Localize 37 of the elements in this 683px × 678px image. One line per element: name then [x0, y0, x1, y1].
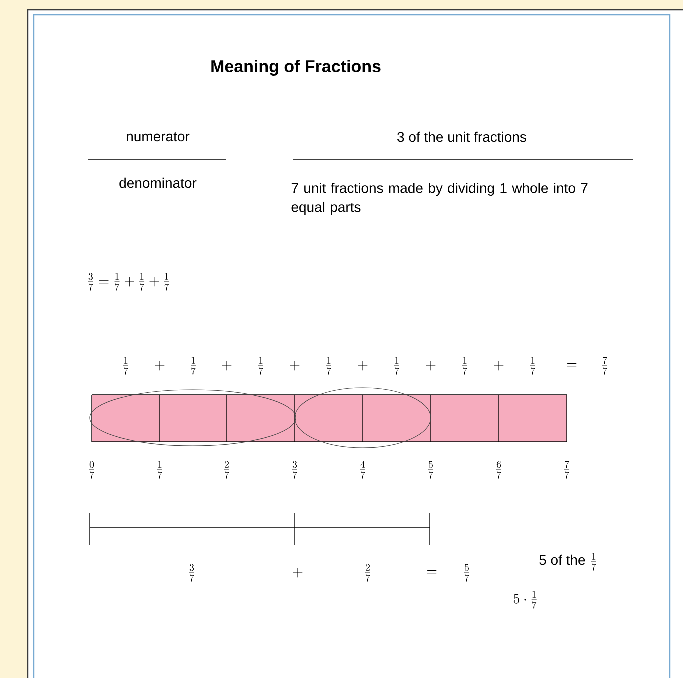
equation: $\frac{3}{7} = \frac{1}{7} + \frac{1}{7} + \frac{1}{7}$ [88, 273, 170, 291]
fraction-label: $\frac{2}{7}$ [366, 564, 370, 582]
fraction-label: $\frac{1}{7}$ [394, 357, 400, 375]
tick-label: $\frac{0}{7}$ [90, 461, 94, 479]
operator-sign: $+$ [426, 361, 436, 371]
title: Meaning of Fractions [212, 60, 381, 76]
operator-sign: $+$ [290, 361, 300, 371]
fraction-label: $\frac{1}{7}$ [258, 357, 264, 375]
tick-label: $\frac{3}{7}$ [292, 461, 298, 479]
tick-label: $\frac{1}{7}$ [158, 461, 162, 479]
tick-label: $\frac{6}{7}$ [496, 461, 502, 479]
note-text: $5 \cdot \frac{1}{7}$ [514, 591, 537, 609]
operator-sign: $+$ [222, 361, 232, 371]
operator-sign: $+$ [155, 361, 165, 371]
tick-label: $\frac{2}{7}$ [224, 461, 230, 479]
fraction-label: $\frac{1}{7}$ [462, 357, 468, 375]
fraction-label: $\frac{1}{7}$ [124, 357, 128, 375]
operator-sign: $+$ [494, 361, 504, 371]
fraction-label: $\frac{1}{7}$ [326, 357, 332, 375]
fraction-term: numerator [127, 132, 190, 142]
fraction-label: $\frac{1}{7}$ [530, 357, 536, 375]
fraction-label: $\frac{3}{7}$ [190, 564, 194, 582]
fraction-label: $\frac{1}{7}$ [191, 357, 196, 375]
operator-sign: $=$ [427, 570, 437, 574]
fraction-term: denominator [120, 178, 197, 188]
operator-sign: $=$ [567, 363, 577, 367]
fraction-term: 7 unit fractions made by dividing 1 whole into 7 equal parts [292, 182, 588, 216]
tick-label: $\frac{5}{7}$ [428, 461, 434, 479]
fraction-label: $\frac{1}{7}$ [591, 553, 596, 571]
tick-label: $\frac{7}{7}$ [564, 461, 570, 479]
tick-label: $\frac{4}{7}$ [360, 461, 366, 479]
operator-sign: $+$ [293, 568, 303, 578]
operator-sign: $+$ [358, 361, 368, 371]
fraction-term: 3 of the unit fractions [398, 132, 526, 142]
fraction-label: $\frac{5}{7}$ [464, 564, 470, 582]
note-text: 5 of the [540, 554, 586, 566]
fraction-label: $\frac{7}{7}$ [602, 357, 608, 375]
